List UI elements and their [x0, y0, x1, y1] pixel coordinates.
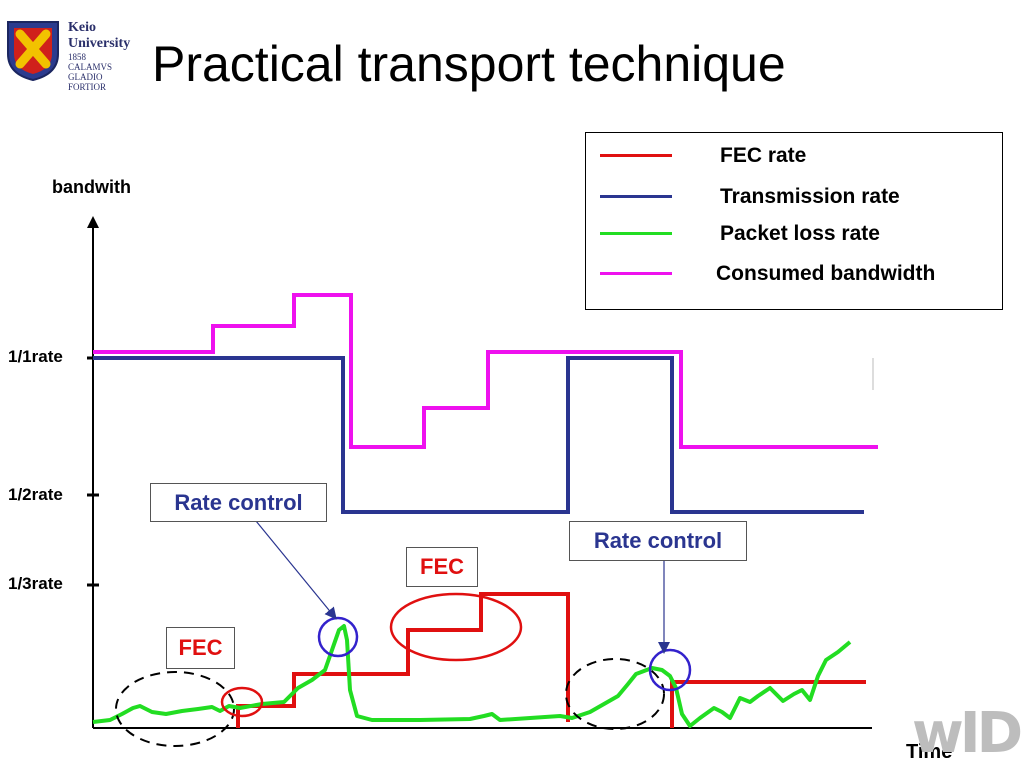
consumed-bandwidth-line	[93, 293, 878, 449]
logo-motto-3: FORTIOR	[68, 82, 106, 92]
legend-item-consumed-bandwidth: Consumed bandwidth	[586, 261, 1002, 287]
fec-red-circle-large	[389, 592, 523, 662]
logo-motto-2: GLADIO	[68, 72, 103, 82]
loss-dashed-circle-left	[115, 671, 235, 747]
legend-item-fec-rate: FEC rate	[586, 143, 1002, 169]
legend-label-consumed: Consumed bandwidth	[716, 262, 936, 285]
legend: FEC rate Transmission rate Packet loss r…	[585, 132, 1003, 310]
legend-item-packet-loss-rate: Packet loss rate	[586, 221, 1002, 247]
transmission-rate-line	[93, 356, 864, 514]
loss-dashed-circle-right	[565, 658, 665, 730]
fec-box-small: FEC	[166, 627, 235, 669]
keio-shield-icon	[7, 21, 59, 82]
rate-control-arrow-1	[255, 520, 337, 620]
logo-year: 1858	[68, 52, 86, 62]
legend-label-loss: Packet loss rate	[720, 222, 880, 245]
fec-red-circle-small	[220, 686, 264, 718]
legend-label-transmission: Transmission rate	[720, 185, 900, 208]
rate-control-blue-circle-2	[648, 648, 692, 692]
logo-university-name: Keio University	[68, 20, 131, 51]
y-axis-label: bandwith	[52, 177, 131, 197]
y-tick-label-1-3: 1/3rate	[8, 574, 63, 593]
rate-control-box-2: Rate control	[569, 521, 747, 561]
legend-item-transmission-rate: Transmission rate	[586, 184, 1002, 210]
rate-control-box-1: Rate control	[150, 483, 327, 522]
legend-swatch-fec	[600, 154, 672, 157]
legend-swatch-loss	[600, 232, 672, 235]
y-axis-arrow-icon	[87, 216, 99, 228]
y-tick-label-1-1: 1/1rate	[8, 347, 63, 366]
keio-logo: Keio University 1858 CALAMVS GLADIO FORT…	[6, 18, 156, 92]
slide-title: Practical transport technique	[152, 36, 786, 92]
legend-swatch-consumed	[600, 272, 672, 275]
legend-label-fec: FEC rate	[720, 144, 807, 167]
wide-logo: wIDE	[912, 701, 1024, 766]
fec-box-large: FEC	[406, 547, 478, 587]
logo-motto-1: CALAMVS	[68, 62, 113, 72]
x-axis-label: Time	[906, 741, 953, 763]
y-tick-label-1-2: 1/2rate	[8, 485, 63, 504]
packet-loss-line	[92, 624, 852, 728]
rate-control-blue-circle-1	[317, 616, 359, 658]
legend-swatch-transmission	[600, 195, 672, 198]
